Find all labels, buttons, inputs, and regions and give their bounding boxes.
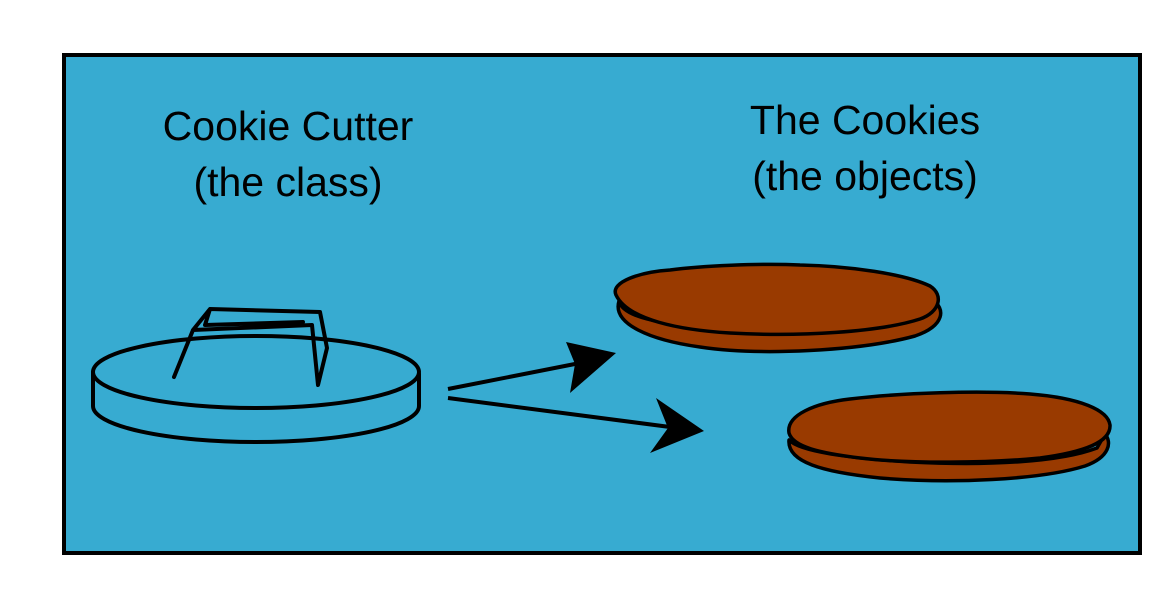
cookie-bottom [787,390,1112,483]
cookies-subtitle: (the objects) [752,153,978,199]
cookie-cutter-title: Cookie Cutter [162,103,414,149]
arrowhead-first [566,342,616,393]
cookie-cutter-handle [172,307,329,387]
instantiation-arrows [447,342,704,453]
cookie-cutter-top [91,334,421,410]
cookie-cutter-subtitle: (the class) [193,159,383,205]
cookie-top [613,262,943,354]
arrow-to-first-cookie [447,360,586,391]
cookies-title: The Cookies [749,97,981,143]
arrowhead-second [650,398,704,453]
cookie-cutter-illustration [91,307,421,444]
arrow-to-second-cookie [447,396,671,429]
cookie-cutter-caption: Cookie Cutter (the class) [128,98,448,210]
cookies-caption: The Cookies (the objects) [700,92,1030,204]
